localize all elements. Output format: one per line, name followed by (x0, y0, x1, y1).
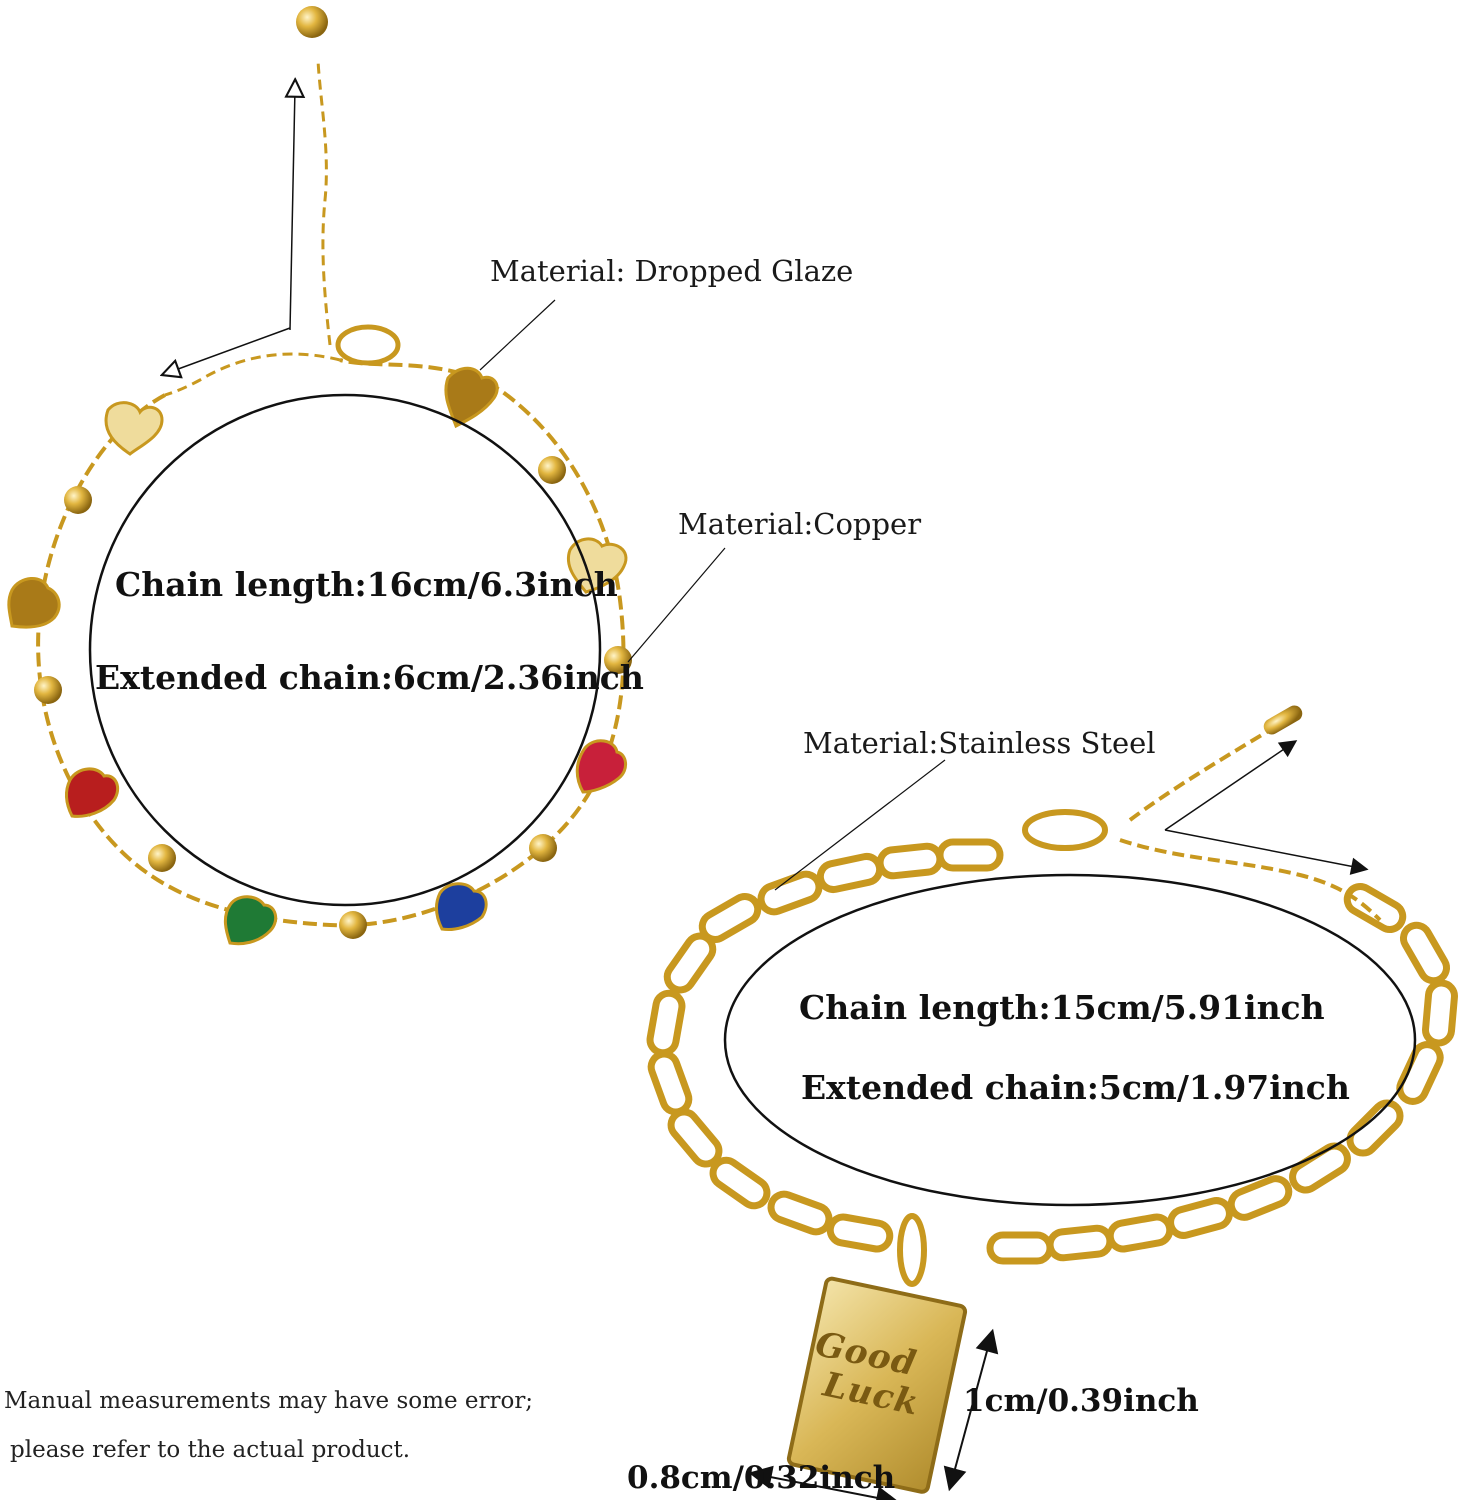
material-steel-label: Material:Stainless Steel (803, 726, 1156, 760)
pendant-jump-ring (897, 1213, 927, 1287)
glaze-leader-line (479, 299, 556, 371)
pendant-width-arrow (748, 1465, 900, 1504)
disclaimer-line1: Manual measurements may have some error; (4, 1388, 534, 1414)
bracelet-2-measure-oval (723, 873, 1417, 1207)
pendant-height-label: 1cm/0.39inch (963, 1383, 1199, 1419)
bracelet-1-measure-circle (88, 393, 602, 907)
material-glaze-label: Material: Dropped Glaze (490, 254, 854, 288)
gold-beads (34, 456, 632, 939)
bracelet-1-extension-chain-upper (316, 59, 332, 346)
bracelet-1-extension-chain (164, 352, 341, 397)
extended-chain-1-label: Extended chain:6cm/2.36inch (95, 658, 644, 697)
disclaimer-line2: please refer to the actual product. (10, 1437, 411, 1463)
bracelet-hearts (7, 6, 726, 946)
material-copper-label: Material:Copper (678, 507, 922, 541)
extended-chain-2-label: Extended chain:5cm/1.97inch (801, 1068, 1350, 1107)
copper-leader-line (627, 547, 726, 663)
lobster-clasp-2 (1022, 809, 1108, 851)
steel-leader-line (774, 759, 946, 891)
chain-length-2-label: Chain length:15cm/5.91inch (799, 988, 1325, 1027)
bracelet-2-extension-chain (1119, 838, 1382, 922)
heart-charms (7, 366, 628, 946)
lobster-clasp (335, 324, 401, 366)
pendant-height-arrow (943, 1328, 999, 1492)
pendant-width-label: 0.8cm/0.32inch (627, 1460, 896, 1496)
extension-arrow (290, 88, 295, 331)
extender-drop (296, 6, 328, 38)
extender-tag (1263, 705, 1303, 735)
bracelet-2-extension-chain-upper (1128, 728, 1272, 822)
chain-length-1-label: Chain length:16cm/6.3inch (115, 565, 618, 604)
bracelet-paperclip (646, 705, 1458, 1504)
